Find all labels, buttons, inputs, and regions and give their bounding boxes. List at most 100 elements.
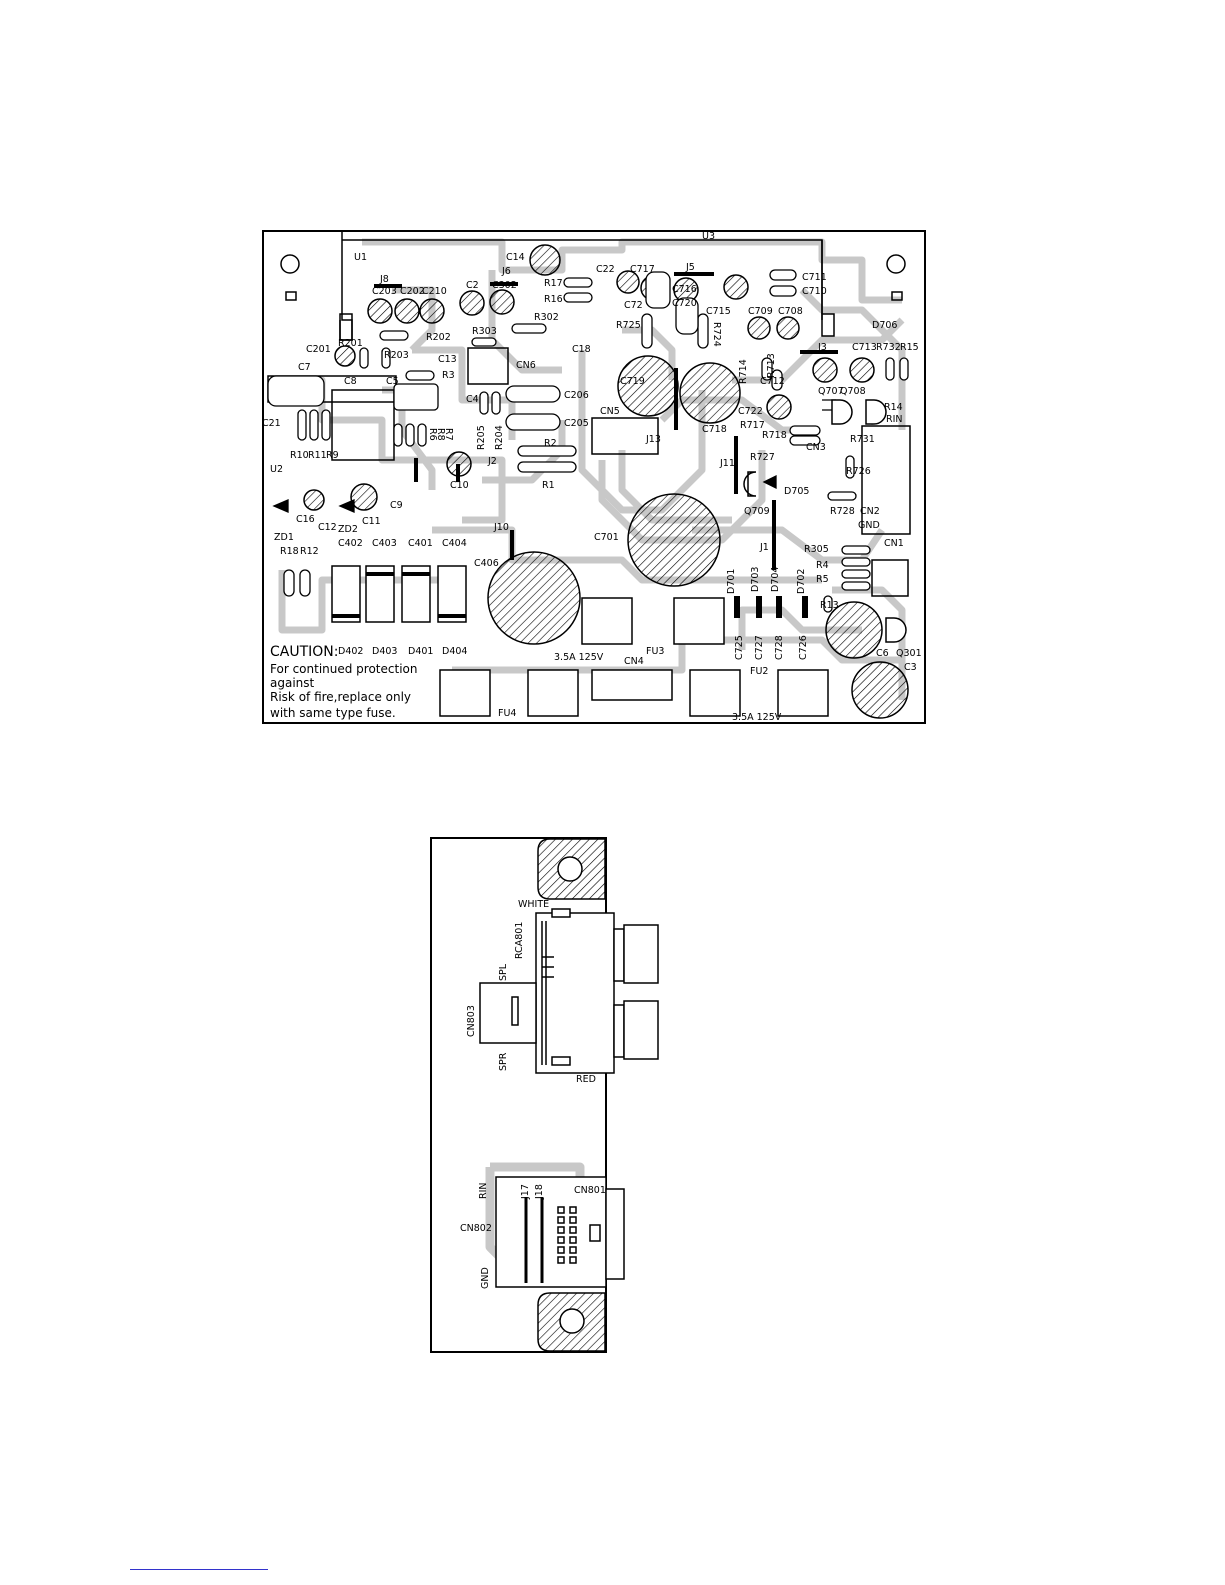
label-C13: C13: [438, 354, 457, 365]
cn803-connector: [479, 956, 554, 1044]
label-C2: C2: [466, 280, 479, 291]
caution-title: CAUTION:: [270, 644, 339, 660]
label-R718: R718: [762, 430, 787, 441]
label-R3: R3: [442, 370, 455, 381]
label-C717: C717: [630, 264, 655, 275]
label-C22: C22: [596, 264, 615, 275]
diode-symbols: [272, 399, 836, 513]
label-FU2: FU2: [750, 666, 768, 677]
label-C401: C401: [408, 538, 433, 549]
label-R303: R303: [472, 326, 497, 337]
label-C302: C302: [492, 280, 517, 291]
label-CN6: CN6: [516, 360, 536, 371]
label-CN803: CN803: [466, 1005, 477, 1037]
label-Q301: Q301: [896, 648, 922, 659]
label-FU4: FU4: [498, 708, 516, 719]
label-CN801: CN801: [574, 1185, 606, 1196]
label-U2: U2: [270, 464, 283, 475]
caution-line-2: against: [270, 676, 315, 690]
label-C701: C701: [594, 532, 619, 543]
label-C4: C4: [466, 394, 479, 405]
label-J8: J8: [379, 274, 389, 285]
label-R732: R732: [876, 342, 901, 353]
label-R16: R16: [544, 294, 563, 305]
label-R305: R305: [804, 544, 829, 555]
label-R13: R13: [820, 600, 839, 611]
label-C716: C716: [672, 284, 697, 295]
board-structure: [267, 232, 911, 597]
label-R728: R728: [830, 506, 855, 517]
rca-jack: [535, 908, 659, 1074]
label-C210: C210: [422, 286, 447, 297]
label-R7: R7: [443, 428, 454, 441]
label-D704: D704: [770, 567, 781, 592]
label-R4: R4: [816, 560, 829, 571]
jack-pcb-board: WHITE RCA801 SPL CN803 SPR RED RIN J17 J…: [430, 837, 659, 1353]
label-R10: R10: [290, 450, 309, 461]
label-J10: J10: [493, 522, 509, 533]
label-C711: C711: [802, 272, 827, 283]
label-D701: D701: [726, 569, 737, 594]
label-R201: R201: [338, 338, 363, 349]
fuse-rating-right: 3.5A 125V: [732, 712, 782, 723]
label-CN2: CN2: [860, 506, 880, 517]
label-C201: C201: [306, 344, 331, 355]
label-C203: C203: [372, 286, 397, 297]
label-C726: C726: [798, 635, 809, 660]
label-C709: C709: [748, 306, 773, 317]
label-C728: C728: [774, 635, 785, 660]
label-C727: C727: [754, 635, 765, 660]
label-R204: R204: [494, 425, 505, 450]
label-J6: J6: [501, 266, 511, 277]
large-capacitors: [487, 355, 909, 719]
label-D401: D401: [408, 646, 433, 657]
label-R12: R12: [300, 546, 319, 557]
label-C21: C21: [262, 418, 281, 429]
label-C3: C3: [904, 662, 917, 673]
label-D404: D404: [442, 646, 467, 657]
label-C720: C720: [672, 298, 697, 309]
label-D402: D402: [338, 646, 363, 657]
label-J3: J3: [817, 342, 827, 353]
transistor-outlines: [743, 399, 907, 643]
label-C202: C202: [400, 286, 425, 297]
label-RIN-jack: RIN: [478, 1182, 489, 1199]
label-C712: C712: [760, 376, 785, 387]
label-CN802: CN802: [460, 1223, 492, 1234]
label-R202: R202: [426, 332, 451, 343]
label-C206: C206: [564, 390, 589, 401]
label-U3: U3: [702, 231, 715, 242]
label-C406: C406: [474, 558, 499, 569]
label-R15: R15: [900, 342, 919, 353]
label-R17: R17: [544, 278, 563, 289]
mounting-holes: [537, 838, 606, 1352]
label-RED: RED: [576, 1074, 596, 1085]
label-C402: C402: [338, 538, 363, 549]
label-Q709: Q709: [744, 506, 770, 517]
film-capacitors: [267, 271, 699, 431]
label-J17: J17: [520, 1184, 531, 1200]
label-C7: C7: [298, 362, 311, 373]
label-R724: R724: [711, 322, 722, 347]
label-C10: C10: [450, 480, 469, 491]
label-CN3: CN3: [806, 442, 826, 453]
jack-jumpers: [524, 1197, 544, 1283]
label-J13: J13: [645, 434, 661, 445]
label-GND-jack: GND: [480, 1267, 491, 1289]
fuse-rating-left: 3.5A 125V: [554, 652, 604, 663]
label-WHITE: WHITE: [518, 899, 549, 910]
caution-line-1: For continued protection: [270, 662, 417, 676]
label-R731: R731: [850, 434, 875, 445]
label-C12: C12: [318, 522, 337, 533]
label-R11: R11: [308, 450, 327, 461]
label-C18: C18: [572, 344, 591, 355]
label-C403: C403: [372, 538, 397, 549]
label-CN1: CN1: [884, 538, 904, 549]
cn801-connector: [495, 1176, 625, 1288]
label-Q708: Q708: [840, 386, 866, 397]
diode-bands: [332, 572, 808, 618]
label-D702: D702: [796, 569, 807, 594]
label-GND: GND: [858, 520, 880, 531]
label-C713: C713: [852, 342, 877, 353]
label-R6: R6: [427, 428, 438, 441]
